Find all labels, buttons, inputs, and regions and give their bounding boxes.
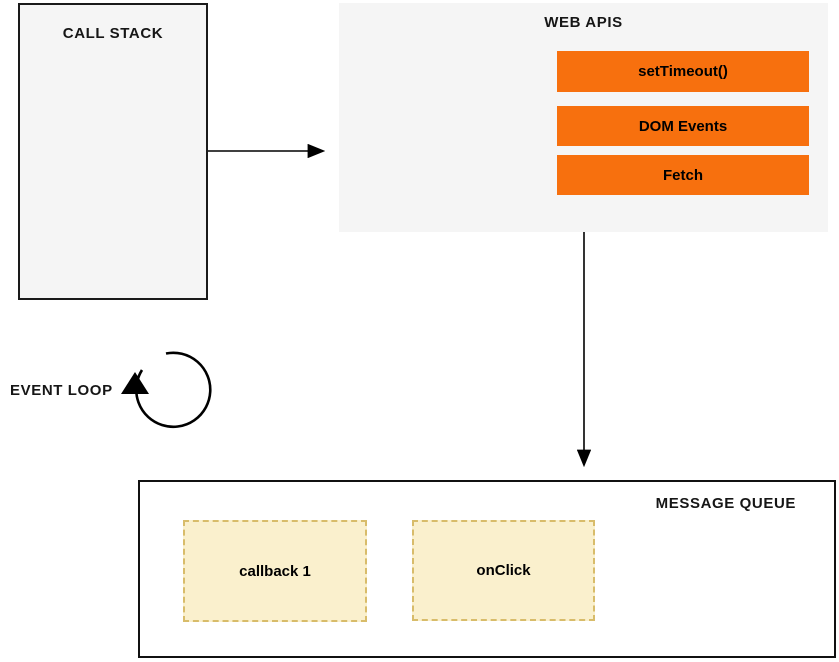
web-api-fetch: Fetch (557, 155, 809, 195)
web-apis-panel: WEB APIS setTimeout() DOM Events Fetch (339, 3, 828, 232)
call-stack-box: CALL STACK (18, 3, 208, 300)
web-apis-label: WEB APIS (544, 14, 623, 31)
event-loop-cycle-icon (121, 351, 212, 429)
event-loop-label: EVENT LOOP (10, 382, 113, 399)
queue-item-onclick: onClick (412, 520, 595, 621)
web-api-settimeout: setTimeout() (557, 51, 809, 92)
queue-item-callback-1: callback 1 (183, 520, 367, 622)
message-queue-box: MESSAGE QUEUE callback 1 onClick (138, 480, 836, 658)
message-queue-label: MESSAGE QUEUE (655, 495, 796, 512)
web-api-dom-events: DOM Events (557, 106, 809, 146)
call-stack-label: CALL STACK (62, 25, 164, 42)
